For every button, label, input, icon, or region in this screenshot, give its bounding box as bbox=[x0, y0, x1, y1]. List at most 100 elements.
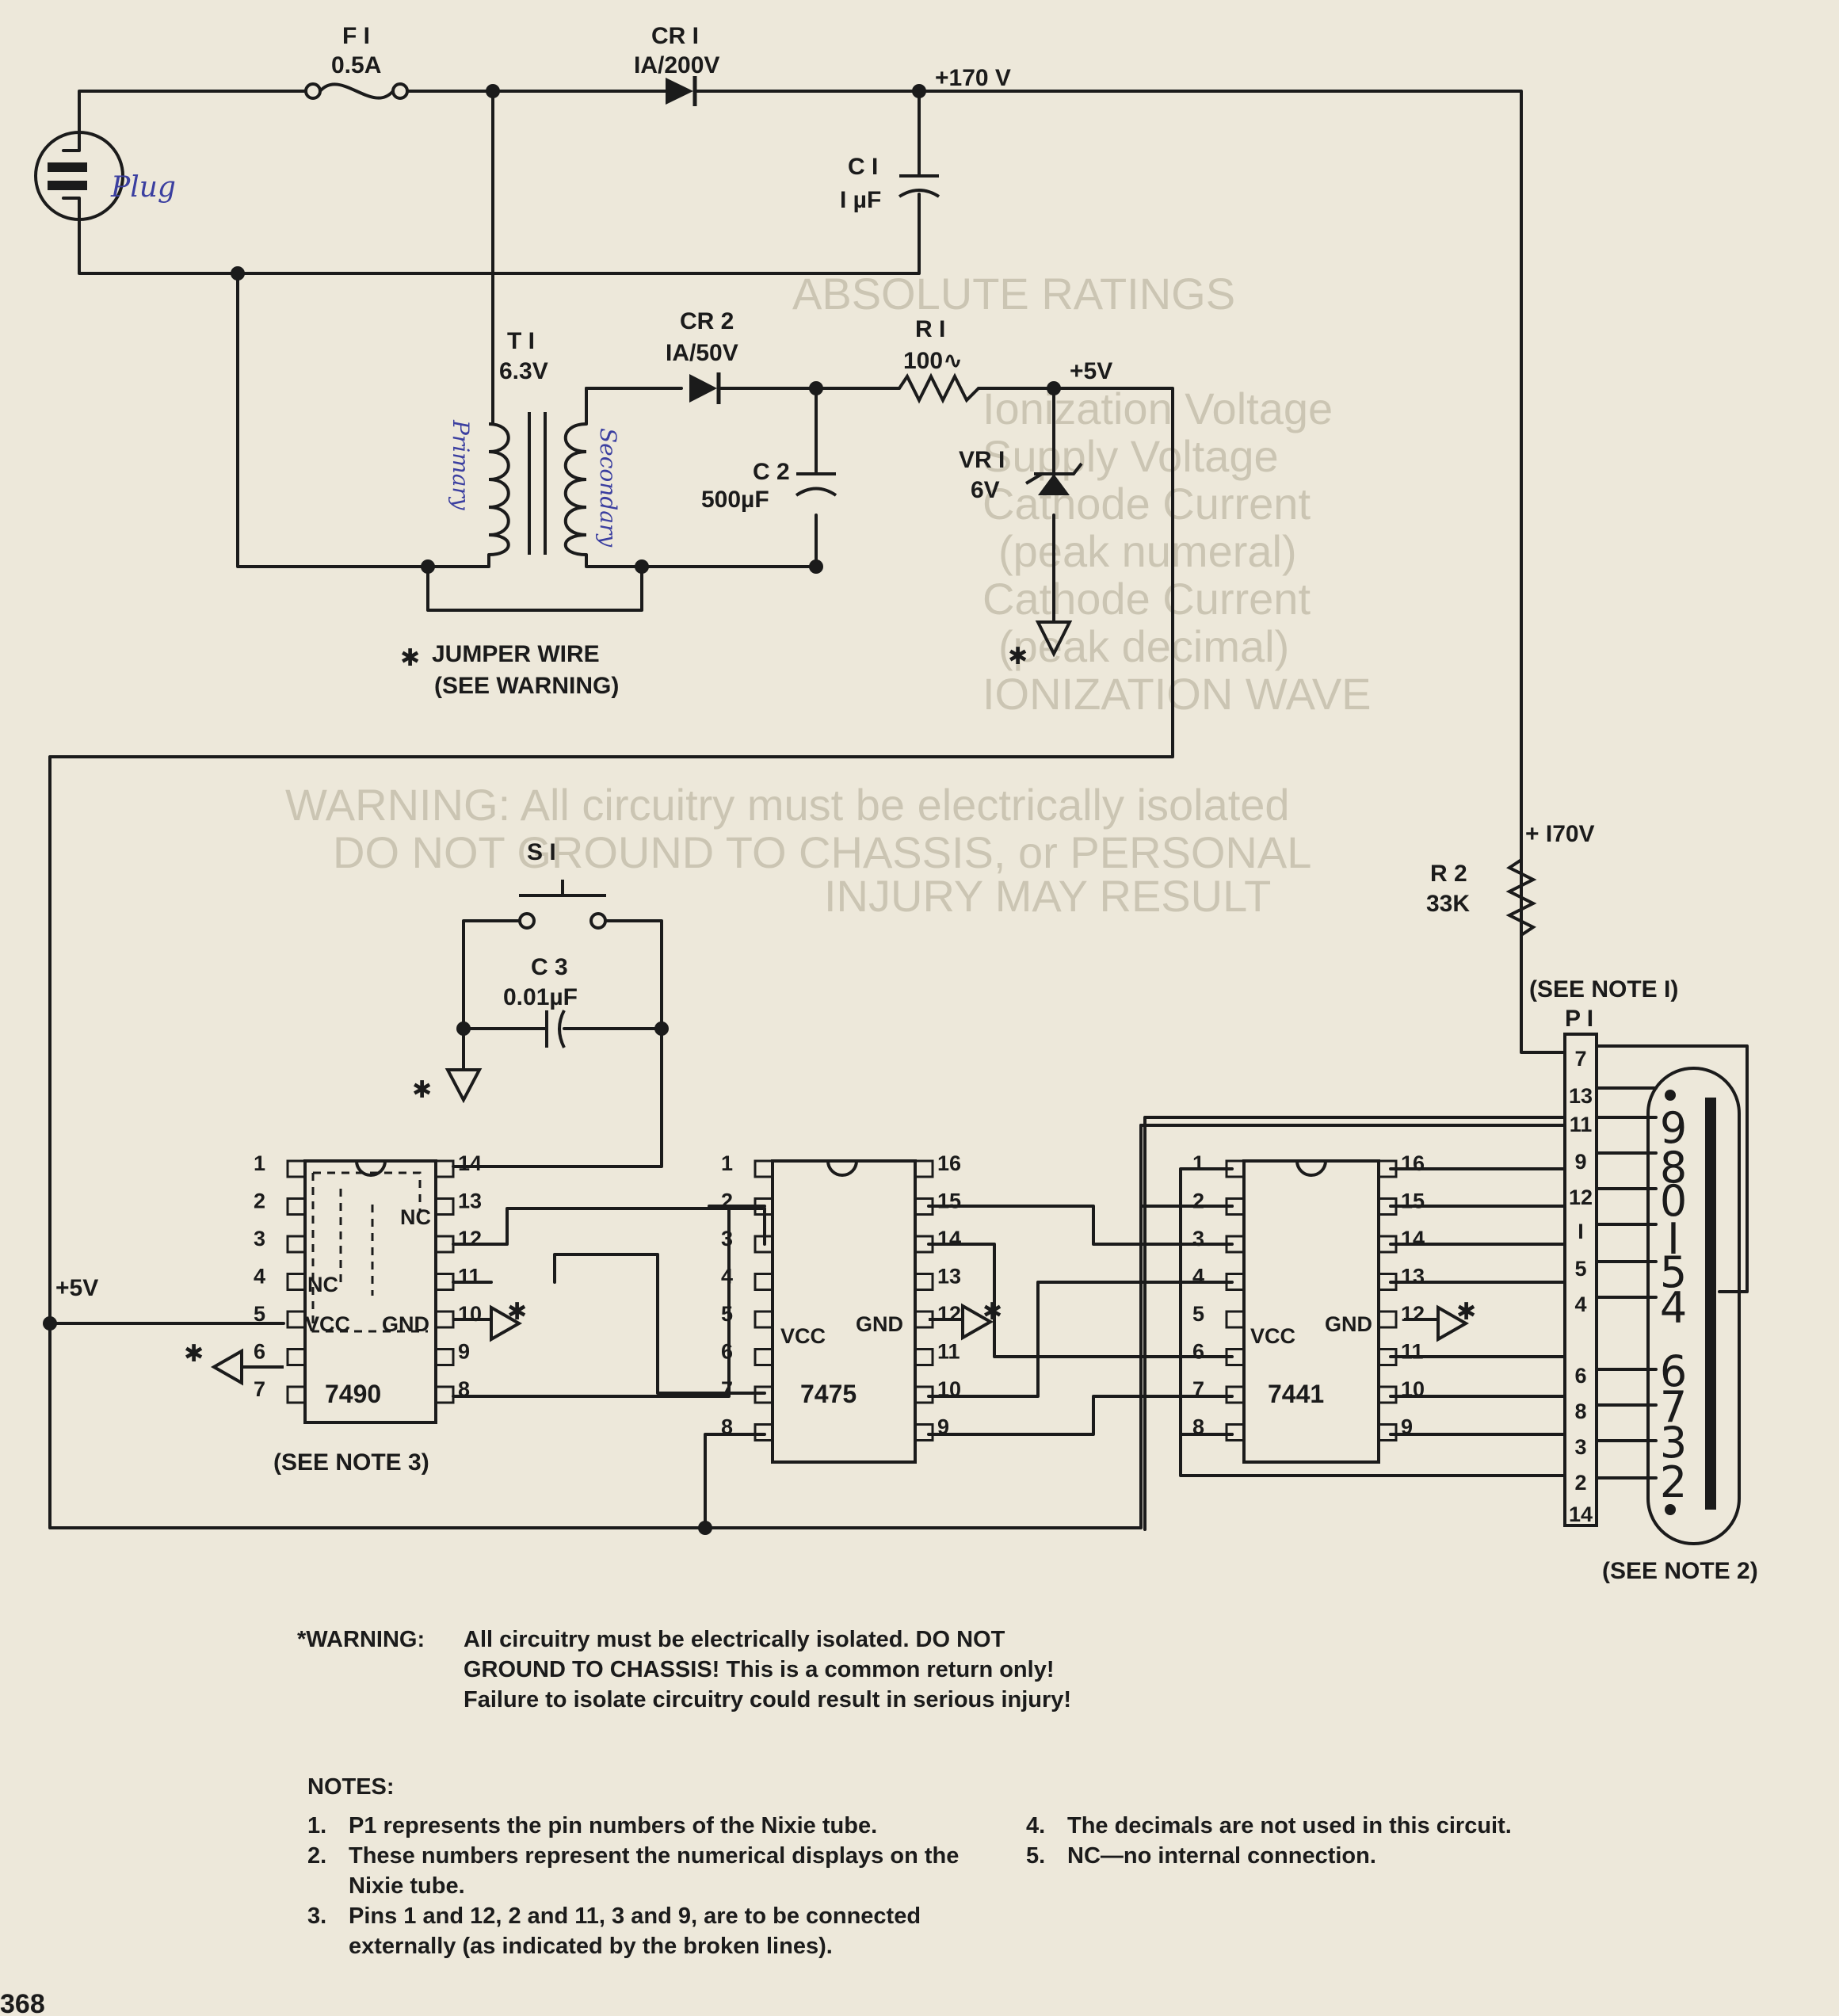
p1-pin-number: 2 bbox=[1574, 1471, 1586, 1495]
chip-pin-stub bbox=[754, 1385, 774, 1404]
chip-pin-stub bbox=[754, 1273, 774, 1291]
bleed-line: DO NOT GROUND TO CHASSIS, or PERSONAL bbox=[333, 827, 1311, 877]
chip-pin-number: 14 bbox=[1401, 1227, 1425, 1250]
chip-pin-number: 4 bbox=[721, 1265, 733, 1289]
chip-pin-number: 16 bbox=[937, 1151, 961, 1175]
bleed-line: IONIZATION WAVE bbox=[982, 669, 1372, 719]
v170-top-label: +170 V bbox=[935, 65, 1011, 91]
chip-pin-number: 15 bbox=[1401, 1189, 1425, 1213]
chip-pin-number: 11 bbox=[1401, 1340, 1424, 1364]
note-item: 2.These numbers represent the numerical … bbox=[307, 1843, 960, 1899]
page-number: 368 bbox=[0, 1989, 45, 2016]
chip-pin-stub bbox=[1377, 1423, 1398, 1441]
ic-7475 bbox=[771, 1159, 917, 1464]
chip-pin-stub bbox=[1377, 1273, 1398, 1291]
nixie-digit: 5 bbox=[1660, 1247, 1687, 1297]
chip-pin-number: 13 bbox=[1401, 1265, 1425, 1289]
chip-pin-number: 7 bbox=[1192, 1377, 1204, 1401]
diode-cr2 bbox=[689, 372, 721, 404]
transformer-t1 bbox=[488, 412, 587, 556]
chip-pin-stub bbox=[1377, 1235, 1398, 1254]
note-item: 4.The decimals are not used in this circ… bbox=[1026, 1813, 1512, 1838]
star-mark: ✱ bbox=[412, 1077, 432, 1103]
chip-pin-number: 8 bbox=[458, 1377, 470, 1401]
bleed-line: INJURY MAY RESULT bbox=[824, 871, 1271, 921]
chip-pin-stub bbox=[434, 1348, 455, 1366]
chip-pin-number: 8 bbox=[721, 1415, 733, 1439]
p1-pin-number: 9 bbox=[1574, 1150, 1586, 1174]
chip-pin-number: 5 bbox=[254, 1302, 265, 1326]
plug-symbol: Plug bbox=[34, 131, 176, 221]
bleed-through-text: ABSOLUTE RATINGS Ionization Voltage Supp… bbox=[285, 269, 1372, 921]
chip-pin-stub bbox=[914, 1385, 934, 1404]
chip-pin-number: 6 bbox=[721, 1340, 733, 1364]
vr1-label: VR I bbox=[959, 447, 1005, 473]
chip-pin-number: 14 bbox=[937, 1227, 961, 1250]
ic-7441-vcc: VCC bbox=[1250, 1324, 1295, 1348]
chip-pin-stub bbox=[286, 1385, 307, 1404]
bleed-line: Cathode Current bbox=[982, 574, 1311, 624]
ic-7475-vcc: VCC bbox=[780, 1324, 826, 1348]
chip-pin-number: 13 bbox=[937, 1265, 961, 1289]
chip-pin-number: 6 bbox=[1192, 1340, 1204, 1364]
capacitor-c3 bbox=[545, 1010, 566, 1048]
r2-label: R 2 bbox=[1430, 861, 1467, 887]
switch-s1[interactable] bbox=[518, 880, 607, 930]
bleed-line: Supply Voltage bbox=[982, 431, 1279, 481]
note-item: 3.Pins 1 and 12, 2 and 11, 3 and 9, are … bbox=[307, 1903, 921, 1959]
nixie-digit: 2 bbox=[1660, 1457, 1687, 1507]
chip-pin-number: 2 bbox=[1192, 1189, 1204, 1213]
chip-pin-number: 5 bbox=[721, 1302, 733, 1326]
diode-cr1 bbox=[666, 76, 697, 106]
nixie-digit: 4 bbox=[1660, 1283, 1687, 1333]
nixie-digit: 7 bbox=[1660, 1382, 1687, 1432]
chip-pin-stub bbox=[914, 1310, 934, 1329]
ic-7441 bbox=[1242, 1159, 1380, 1464]
junction-dots bbox=[43, 84, 1061, 1535]
cr1-label: CR I bbox=[651, 23, 699, 49]
chip-pin-stub bbox=[914, 1423, 934, 1441]
t1-value: 6.3V bbox=[499, 358, 548, 384]
ic-7475-name: 7475 bbox=[800, 1380, 857, 1408]
chip-pin-number: 10 bbox=[1401, 1377, 1425, 1401]
p1-pin-number: 7 bbox=[1574, 1047, 1586, 1071]
cr2-label: CR 2 bbox=[680, 308, 734, 334]
chip-pin-stub bbox=[1225, 1385, 1246, 1404]
jumper-label: JUMPER WIRE bbox=[432, 641, 600, 667]
see-note3: (SEE NOTE 3) bbox=[273, 1449, 429, 1476]
ic-7490-vcc: VCC bbox=[305, 1312, 350, 1336]
chip-pin-stub bbox=[434, 1310, 455, 1329]
nixie-digit: 0 bbox=[1660, 1176, 1687, 1226]
chip-pin-stub bbox=[754, 1159, 774, 1178]
chip-pin-stub bbox=[286, 1310, 307, 1329]
c2-value: 500µF bbox=[701, 487, 769, 513]
chip-pin-stub bbox=[286, 1159, 307, 1178]
chip-pin-number: 8 bbox=[1192, 1415, 1204, 1439]
p1-pin-number: 14 bbox=[1569, 1502, 1593, 1526]
chip-pin-number: 1 bbox=[254, 1151, 265, 1175]
chip-pin-stub bbox=[434, 1159, 455, 1178]
vr1-value: 6V bbox=[971, 477, 1000, 503]
p1-pin-number: I bbox=[1578, 1220, 1584, 1243]
notes-list-left: 1.P1 represents the pin numbers of the N… bbox=[307, 1811, 973, 1961]
chip-pin-number: 7 bbox=[254, 1377, 265, 1401]
star-mark: ✱ bbox=[184, 1341, 204, 1367]
ic-7490-gnd: GND bbox=[382, 1312, 429, 1336]
warning-text: All circuitry must be electrically isola… bbox=[464, 1627, 1072, 1712]
chip-pin-number: 7 bbox=[721, 1377, 733, 1401]
fuse-f1 bbox=[238, 82, 409, 100]
r1-label: R I bbox=[915, 316, 945, 342]
ic-7490-nc: NC bbox=[400, 1205, 431, 1229]
chip-pin-stub bbox=[1377, 1197, 1398, 1216]
s1-label: S I bbox=[527, 839, 556, 865]
chip-pin-stub bbox=[754, 1310, 774, 1329]
chip-pin-number: 3 bbox=[254, 1227, 265, 1250]
p1-pin-number: 12 bbox=[1569, 1186, 1593, 1209]
c3-value: 0.01µF bbox=[503, 984, 578, 1010]
see-note1: (SEE NOTE I) bbox=[1529, 976, 1678, 1002]
plug-label: Plug bbox=[110, 171, 176, 204]
p1-pin-number: 11 bbox=[1570, 1113, 1593, 1136]
chip-pin-number: 12 bbox=[937, 1302, 961, 1326]
